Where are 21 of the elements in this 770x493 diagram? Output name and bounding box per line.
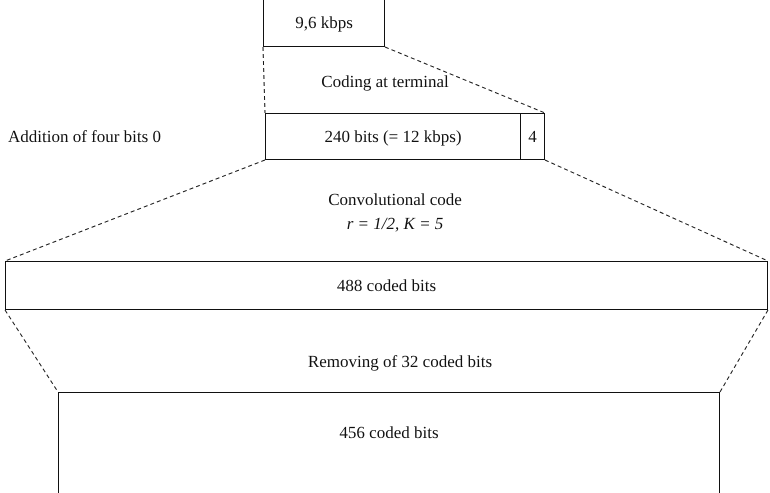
step-label: Convolutional code bbox=[328, 190, 462, 210]
bit-frame-box bbox=[58, 392, 720, 493]
code-parameters: r = 1/2, K = 5 bbox=[346, 214, 444, 234]
bit-frame-box bbox=[520, 113, 545, 160]
frame-size-text: 456 coded bits bbox=[339, 423, 439, 443]
frame-size-text: 9,6 kbps bbox=[295, 13, 353, 33]
dashed-line bbox=[544, 160, 768, 262]
frame-size-text: 240 bits (= 12 kbps) bbox=[324, 126, 462, 146]
step-label: Removing of 32 coded bits bbox=[308, 352, 492, 372]
dashed-line bbox=[384, 46, 546, 114]
bit-frame-box bbox=[5, 261, 768, 310]
dashed-line bbox=[720, 310, 768, 392]
step-label: Coding at terminal bbox=[321, 72, 449, 92]
step-label: Addition of four bits 0 bbox=[8, 127, 161, 147]
frame-size-text: 488 coded bits bbox=[336, 276, 436, 296]
frame-size-text: 4 bbox=[528, 126, 537, 146]
dashed-line bbox=[4, 160, 266, 262]
bit-frame-box bbox=[263, 0, 385, 47]
bit-frame-box bbox=[265, 113, 521, 160]
dashed-line bbox=[262, 46, 266, 114]
dashed-line bbox=[4, 310, 58, 392]
